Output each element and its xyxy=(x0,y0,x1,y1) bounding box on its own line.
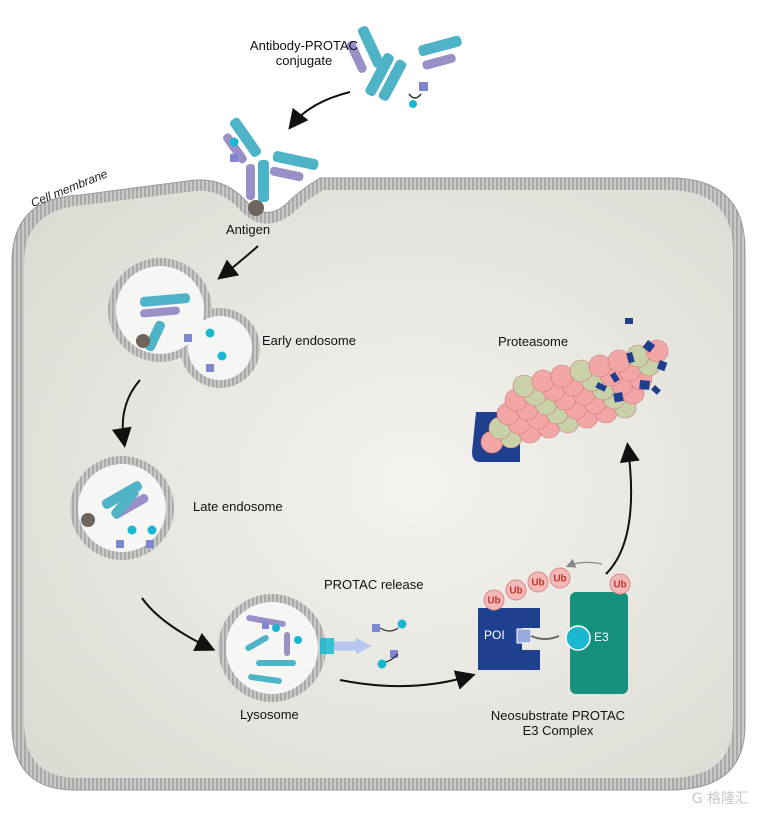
proteasome-subunit xyxy=(531,369,555,393)
proteasome-label: Proteasome xyxy=(498,334,569,349)
e3-shape xyxy=(570,592,628,694)
early-endosome-label: Early endosome xyxy=(262,333,356,348)
proteasome-subunit xyxy=(550,364,574,388)
late-endosome-label: Late endosome xyxy=(193,499,283,514)
conjugate-label-line2: conjugate xyxy=(275,53,333,68)
degraded-fragment xyxy=(609,372,620,383)
protac-release-label: PROTAC release xyxy=(324,577,424,592)
conjugate-antibody xyxy=(346,26,462,108)
antigen-label: Antigen xyxy=(226,222,271,237)
poi-shape xyxy=(478,608,540,670)
ub-label: Ub xyxy=(531,578,544,589)
ub-label: Ub xyxy=(509,586,522,597)
proteasome xyxy=(472,318,669,462)
bound-antibody xyxy=(223,117,319,202)
released-protacs xyxy=(372,619,407,669)
antigen-marker xyxy=(248,200,264,216)
ub-circle: Ub xyxy=(609,573,631,595)
degraded-fragment xyxy=(595,382,607,392)
ub-circle: Ub xyxy=(483,589,505,611)
conjugate-label-line1: Antibody-PROTAC xyxy=(249,38,359,53)
conjugate-label: Antibody-PROTAC conjugate xyxy=(244,38,364,68)
lysosome-label: Lysosome xyxy=(240,707,299,722)
degraded-fragment xyxy=(626,351,635,364)
poi-label: POI xyxy=(484,628,505,642)
ub-circle: Ub xyxy=(505,579,527,601)
complex-label-line1: Neosubstrate PROTAC xyxy=(490,708,626,723)
degraded-fragment xyxy=(625,318,633,324)
degraded-fragment xyxy=(613,391,624,403)
complex-label: Neosubstrate PROTAC E3 Complex xyxy=(468,708,648,738)
ub-label: Ub xyxy=(487,596,500,607)
pathway-arrows xyxy=(111,91,640,690)
late-endosome xyxy=(70,456,174,560)
watermark: G 格隆汇 xyxy=(691,791,749,807)
lysosome xyxy=(218,594,372,702)
e3-label: E3 xyxy=(594,630,609,644)
ub-circle: Ub xyxy=(549,567,571,589)
ternary-complex xyxy=(478,592,628,694)
ub-label: Ub xyxy=(553,574,566,585)
degraded-fragment xyxy=(650,385,661,395)
early-endosome xyxy=(108,258,260,388)
ub-circle: Ub xyxy=(527,571,549,593)
proteasome-subunit xyxy=(569,359,593,383)
ub-label: Ub xyxy=(613,580,626,591)
complex-label-line2: E3 Complex xyxy=(522,723,594,738)
proteasome-subunit xyxy=(588,354,612,378)
degraded-fragment xyxy=(642,340,656,353)
degraded-fragment xyxy=(656,360,668,372)
proteasome-subunit xyxy=(512,374,536,398)
degraded-fragment xyxy=(639,380,650,390)
proteasome-subunit xyxy=(607,349,631,373)
